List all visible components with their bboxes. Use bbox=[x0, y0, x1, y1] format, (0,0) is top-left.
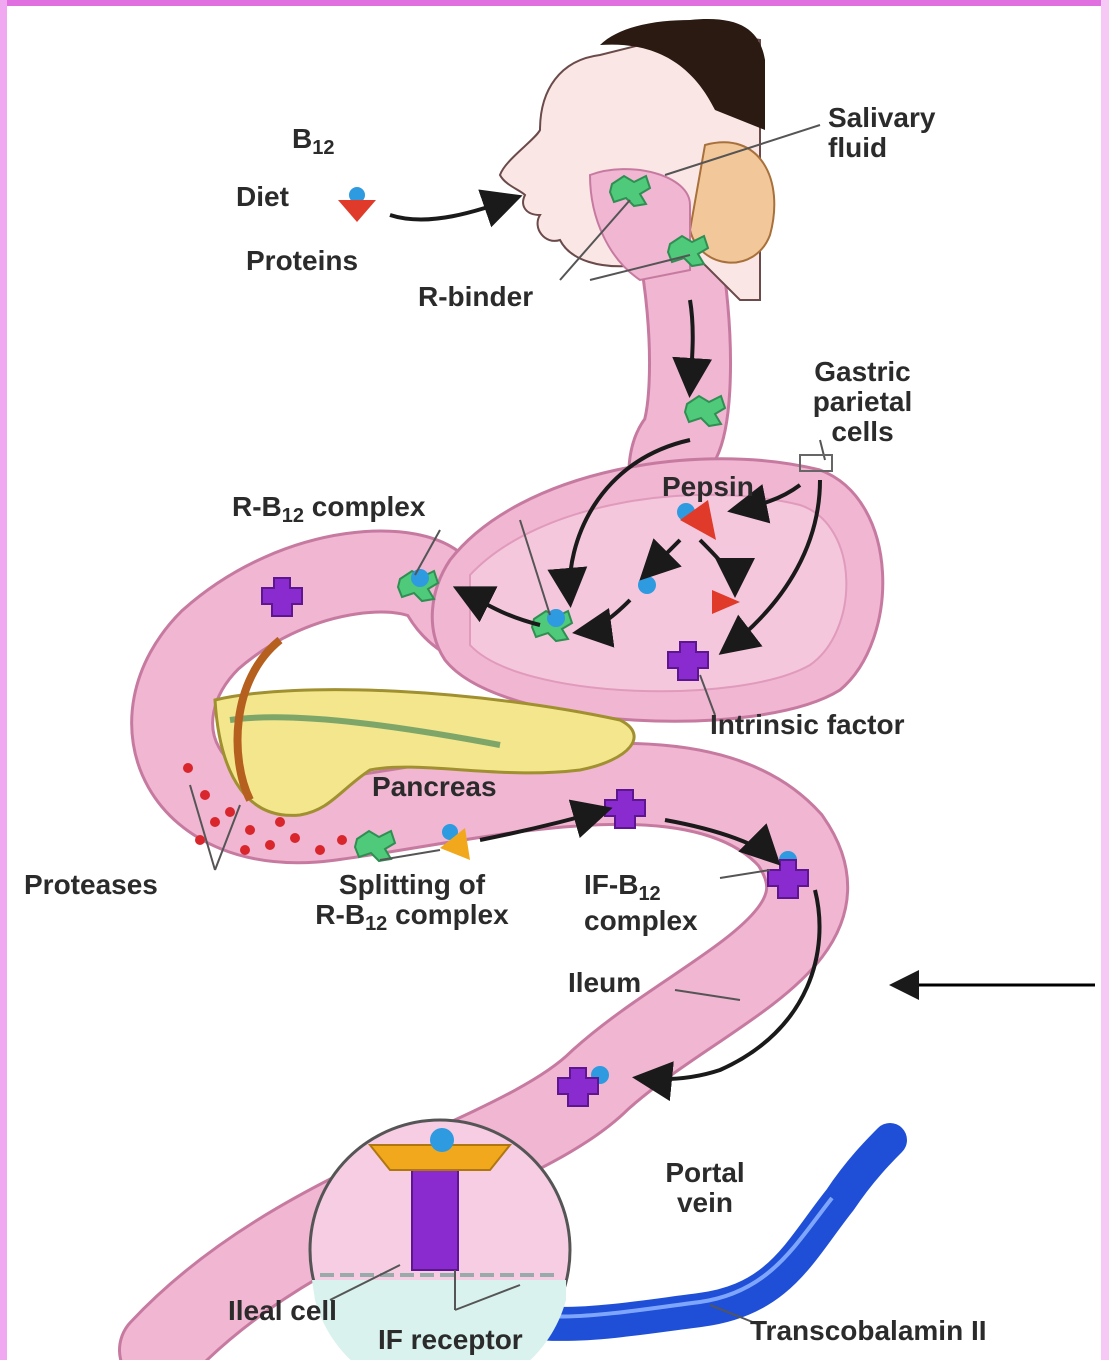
diet-protein-icon bbox=[338, 200, 376, 222]
head-profile bbox=[500, 19, 774, 300]
frame-top-border bbox=[0, 0, 1109, 6]
label-r-b12-complex: R-B12 complex bbox=[232, 492, 425, 528]
label-r-binder: R-binder bbox=[418, 282, 533, 312]
label-ileum: Ileum bbox=[568, 968, 641, 998]
label-diet: Diet bbox=[236, 182, 289, 212]
frame-right-border bbox=[1101, 0, 1109, 1360]
label-proteases: Proteases bbox=[24, 870, 158, 900]
label-ileal-cell: Ileal cell bbox=[228, 1296, 337, 1326]
frame-left-border bbox=[0, 0, 7, 1360]
label-splitting: Splitting of R-B12 complex bbox=[262, 870, 562, 936]
r-binder-shape bbox=[685, 396, 725, 426]
label-pancreas: Pancreas bbox=[372, 772, 497, 802]
label-intrinsic-factor: Intrinsic factor bbox=[710, 710, 904, 740]
r-binder-shape bbox=[668, 236, 708, 266]
label-pepsin: Pepsin bbox=[662, 472, 754, 502]
label-if-receptor: IF receptor bbox=[378, 1325, 523, 1355]
label-if-b12-complex: IF-B12 complex bbox=[584, 870, 698, 936]
r-binder-shape bbox=[355, 831, 395, 861]
label-b12: B12 bbox=[292, 124, 334, 160]
label-transcobalamin: Transcobalamin II bbox=[750, 1316, 987, 1346]
label-proteins: Proteins bbox=[246, 246, 358, 276]
